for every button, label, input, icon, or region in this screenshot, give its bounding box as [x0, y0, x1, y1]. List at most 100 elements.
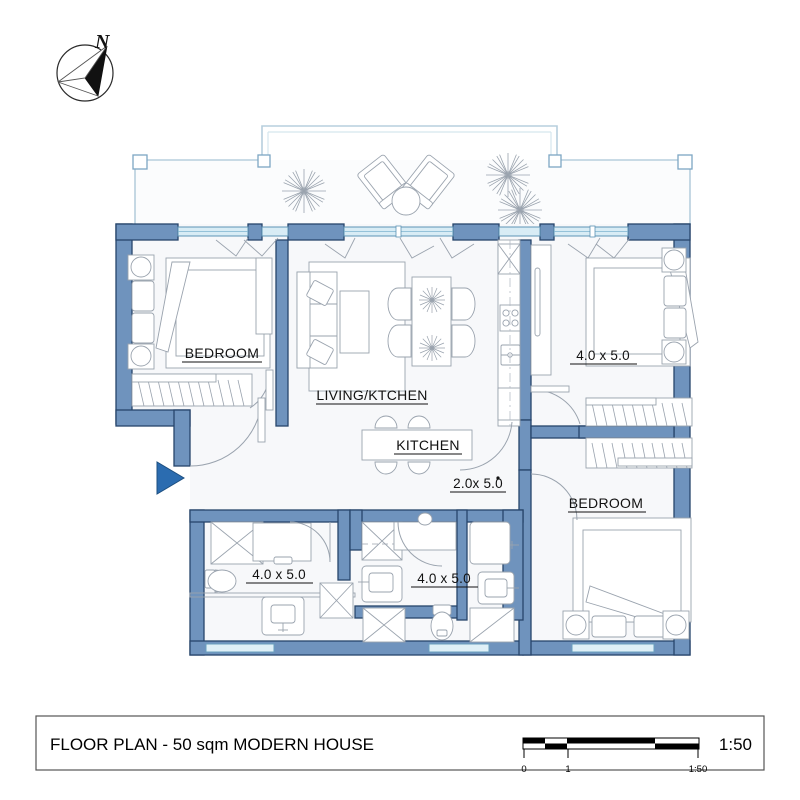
scale-tick-1: 1: [565, 764, 570, 775]
pillow-lr-1: [591, 615, 627, 638]
terrace-post-mid-right: [548, 154, 562, 168]
kitchen-lower-cabinet: [497, 387, 521, 421]
wall-bedroom-right-divider: [578, 425, 675, 439]
kitchen-counter: [497, 239, 521, 427]
terrace-outline: [261, 125, 690, 161]
room-label-kitchen: KITCHEN: [394, 437, 462, 455]
window-bottom-3: [571, 643, 655, 653]
scale-tick-end: 1:50: [689, 764, 708, 775]
lamp-ur-bottom: [663, 341, 685, 363]
kitchen-fixtures: [497, 239, 552, 427]
wall-top-pier-1: [115, 223, 179, 241]
lamp-ur-top: [663, 249, 685, 271]
island-stools: [374, 415, 431, 475]
room-label-text: LIVING/KTCHEN: [316, 387, 427, 403]
room-label-text: KITCHEN: [396, 437, 460, 453]
wall-top-pier-5: [539, 223, 555, 241]
window-bottom-1: [205, 643, 275, 653]
room-label-text: BEDROOM: [185, 345, 259, 361]
dining-chairs: [387, 287, 476, 358]
compass-north-label: N: [94, 31, 111, 53]
bedroom-lower-right-furniture: [562, 437, 693, 640]
lamp-left-top: [130, 256, 152, 278]
room-label-text: BEDROOM: [569, 495, 643, 511]
bathroom-left-fixtures: [189, 521, 356, 636]
bed-left-duvet: [155, 261, 191, 353]
fridge-handle: [534, 267, 541, 337]
toilet-right: [430, 604, 454, 641]
lamp-lr-right: [665, 614, 687, 636]
counter-bath-left-trim: [273, 556, 293, 565]
bedroom-upper-right-furniture: [585, 247, 699, 427]
dimension-text: 4.0 x 5.0: [252, 567, 306, 582]
bath-doors: [289, 521, 443, 567]
dimension-mark: [496, 476, 500, 480]
scale-tick-0: 0: [521, 764, 526, 775]
door-bedroom-left: [249, 369, 274, 411]
room-label-bedroom-left: BEDROOM: [182, 345, 262, 363]
wall-top-pier-6: [627, 223, 691, 241]
title-block: FLOOR PLAN - 50 sqm MODERN HOUSE 1:50 0 …: [35, 715, 765, 775]
window-bottom-2: [428, 643, 490, 653]
coffee-table: [339, 290, 370, 354]
wall-bath-divider-left2: [349, 509, 363, 551]
door-bedroom-upper-right: [530, 385, 581, 425]
room-label-bedroom-right: BEDROOM: [568, 495, 646, 513]
pillow-ur-1: [663, 275, 687, 307]
room-labels: BEDROOM LIVING/KTCHEN KITCHEN BEDROOM: [182, 345, 646, 513]
window-top-3: [343, 225, 454, 238]
wall-left-lower: [189, 509, 205, 656]
terrace-post-right: [677, 154, 693, 170]
dimension-bedroom-upper-right: 4.0 x 5.0: [570, 348, 637, 365]
dimension-bath-left: 4.0 x 5.0: [246, 567, 313, 584]
wall-step-vertical: [173, 409, 191, 467]
terrace-lounge-chairs: [357, 154, 455, 216]
wall-top-pier-3: [287, 223, 345, 241]
dimension-hall: 2.0x 5.0: [450, 476, 506, 493]
counter-bath-left: [252, 522, 312, 562]
counter-bath-right: [393, 521, 457, 551]
living-room-furniture: [296, 261, 406, 392]
scale-bar: 0 1 1:50: [521, 737, 708, 775]
terrace-post-left: [132, 154, 148, 170]
wall-left-upper: [115, 223, 133, 425]
title-block-title: FLOOR PLAN - 50 sqm MODERN HOUSE: [50, 735, 374, 754]
wardrobe-left-rail: [131, 373, 217, 383]
window-top-4: [498, 226, 541, 237]
window-top-1: [177, 226, 249, 237]
wardrobe-lr-rail: [617, 457, 693, 467]
compass-needle-light: [57, 45, 108, 83]
window-top-2: [261, 226, 289, 237]
pillow-left-1: [131, 280, 155, 312]
dining-set: [387, 276, 476, 367]
wall-bath-divider-right: [456, 509, 468, 621]
dimension-text: 4.0 x 5.0: [576, 348, 630, 363]
wardrobe-ur-rail: [585, 397, 657, 406]
pillow-ur-2: [663, 307, 687, 339]
bathroom-right-fixtures: [358, 512, 519, 643]
entrance-arrow: [156, 461, 185, 495]
wall-kitchen-corridor: [518, 239, 532, 421]
compass-rose: [56, 44, 114, 102]
dimension-text: 4.0 x 5.0: [417, 571, 471, 586]
dimension-bath-right: 4.0 x 5.0: [411, 571, 478, 588]
pillow-left-2: [131, 312, 155, 344]
room-label-living-kitchen: LIVING/KTCHEN: [316, 387, 428, 405]
wall-top-pier-2: [247, 223, 263, 241]
cabinet-bedroom-left: [255, 257, 273, 335]
wall-bath-divider-left: [337, 509, 351, 581]
dimension-labels: 4.0 x 5.0 2.0x 5.0 4.0 x 5.0 4.0 x 5.0: [246, 348, 637, 588]
dimension-text: 2.0x 5.0: [453, 476, 503, 491]
title-block-scale: 1:50: [719, 735, 752, 754]
lamp-lr-left: [565, 614, 587, 636]
door-entry: [189, 397, 266, 467]
compass-baseline: [57, 81, 99, 97]
bath-left-counter-line: [189, 592, 356, 598]
bedroom-left-furniture: [127, 254, 273, 407]
wall-kitchen-corridor-lower: [518, 419, 532, 471]
dining-table: [411, 276, 452, 367]
toilet-left: [204, 569, 237, 593]
windows: [177, 225, 655, 653]
lamp-left-bottom: [130, 345, 152, 367]
